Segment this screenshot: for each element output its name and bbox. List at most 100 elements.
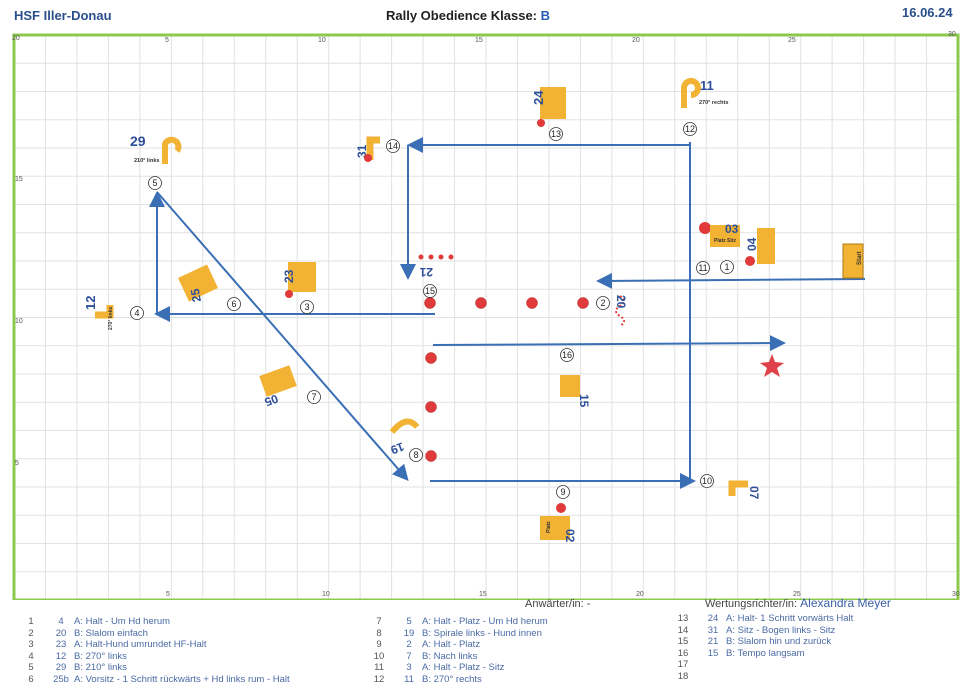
svg-text:Platz Sitz: Platz Sitz bbox=[714, 238, 736, 244]
station-marker: 1 bbox=[721, 261, 734, 274]
svg-text:5: 5 bbox=[166, 591, 170, 598]
svg-text:03: 03 bbox=[725, 222, 739, 236]
svg-text:14: 14 bbox=[388, 141, 398, 151]
svg-text:15: 15 bbox=[479, 591, 487, 598]
station-marker: 15 bbox=[424, 285, 437, 298]
sign-number: 21 bbox=[700, 636, 726, 648]
sign-number: 7 bbox=[396, 651, 422, 663]
exercise-text: B: Slalom hin und zurück bbox=[726, 636, 831, 648]
sign-number: 25b bbox=[48, 674, 74, 685]
svg-text:13: 13 bbox=[551, 129, 561, 139]
sign-11-arrow-icon bbox=[684, 81, 698, 108]
svg-text:07: 07 bbox=[747, 486, 761, 500]
sign-number: 12 bbox=[48, 651, 74, 663]
sign-number: 23 bbox=[48, 639, 74, 651]
station-marker: 16 bbox=[561, 349, 574, 362]
svg-text:10: 10 bbox=[318, 37, 326, 44]
exercise-text: B: 270° rechts bbox=[422, 674, 482, 685]
exercise-text: B: Slalom einfach bbox=[74, 628, 148, 640]
svg-text:23: 23 bbox=[282, 269, 296, 283]
svg-text:20: 20 bbox=[636, 591, 644, 598]
sign-number: 15 bbox=[700, 648, 726, 660]
exercise-text: A: Halt - Platz - Sitz bbox=[422, 662, 504, 674]
svg-text:10: 10 bbox=[322, 591, 330, 598]
sign-number: 2 bbox=[396, 639, 422, 651]
svg-text:15: 15 bbox=[425, 286, 435, 296]
svg-text:29: 29 bbox=[130, 133, 146, 149]
sign-number bbox=[700, 671, 726, 683]
svg-text:4: 4 bbox=[134, 308, 139, 318]
exercise-text: A: Sitz - Bogen links - Sitz bbox=[726, 625, 835, 637]
exercise-text: A: Halt - Um Hd herum bbox=[74, 616, 170, 628]
svg-text:12: 12 bbox=[83, 296, 98, 310]
station-marker: 11 bbox=[697, 262, 710, 275]
svg-text:270° links: 270° links bbox=[108, 307, 114, 330]
exercise-number: 1 bbox=[14, 616, 48, 628]
exercise-text: B: 270° links bbox=[74, 651, 127, 663]
svg-text:270° rechts: 270° rechts bbox=[699, 100, 728, 106]
svg-text:10: 10 bbox=[15, 318, 23, 325]
exercise-number: 13 bbox=[666, 613, 700, 625]
svg-text:Platz: Platz bbox=[546, 521, 552, 533]
exercise-row: 18 bbox=[666, 671, 853, 683]
station-marker: 7 bbox=[308, 391, 321, 404]
sign-number bbox=[700, 659, 726, 671]
exercise-row: 17 bbox=[666, 659, 853, 671]
exercise-text: B: Tempo langsam bbox=[726, 648, 805, 660]
exercise-number: 8 bbox=[362, 628, 396, 640]
svg-text:20: 20 bbox=[12, 35, 20, 42]
svg-text:9: 9 bbox=[560, 487, 565, 497]
exercise-text: A: Halt- 1 Schritt vorwärts Halt bbox=[726, 613, 853, 625]
station-marker: 2 bbox=[597, 297, 610, 310]
svg-text:25: 25 bbox=[188, 287, 204, 303]
station-marker: 4 bbox=[131, 307, 144, 320]
candidate: Anwärter/in: - bbox=[525, 598, 590, 610]
station-marker: 6 bbox=[228, 298, 241, 311]
svg-text:15: 15 bbox=[15, 176, 23, 183]
exercise-number: 3 bbox=[14, 639, 48, 651]
exercise-number: 9 bbox=[362, 639, 396, 651]
judge: Wertungsrichter/in: Alexandra Meyer bbox=[705, 596, 891, 610]
exercise-number: 10 bbox=[362, 651, 396, 663]
svg-text:16: 16 bbox=[562, 350, 572, 360]
exercise-number: 12 bbox=[362, 674, 396, 685]
sign-number: 5 bbox=[396, 616, 422, 628]
station-marker: 10 bbox=[701, 475, 714, 488]
course-map: 20 5 10 15 20 25 30 5 10 15 20 25 30 15 … bbox=[0, 0, 974, 600]
sign-number: 31 bbox=[700, 625, 726, 637]
exercise-number: 14 bbox=[666, 625, 700, 637]
exercise-text: A: Halt-Hund umrundet HF-Halt bbox=[74, 639, 207, 651]
sign-07 bbox=[732, 484, 748, 496]
svg-text:19: 19 bbox=[388, 439, 406, 457]
station-marker: 14 bbox=[387, 140, 400, 153]
station-marker: 9 bbox=[557, 486, 570, 499]
exercise-number: 17 bbox=[666, 659, 700, 671]
sign-05 bbox=[259, 365, 297, 397]
svg-text:Start: Start bbox=[857, 251, 863, 265]
svg-text:5: 5 bbox=[165, 37, 169, 44]
exercise-text: A: Halt - Platz - Um Hd herum bbox=[422, 616, 548, 628]
svg-text:8: 8 bbox=[413, 450, 418, 460]
station-marker: 13 bbox=[550, 128, 563, 141]
sign-number: 3 bbox=[396, 662, 422, 674]
sign-number: 24 bbox=[700, 613, 726, 625]
course-path bbox=[157, 142, 865, 483]
svg-text:20: 20 bbox=[632, 37, 640, 44]
exercise-text: B: Spirale links - Hund innen bbox=[422, 628, 542, 640]
